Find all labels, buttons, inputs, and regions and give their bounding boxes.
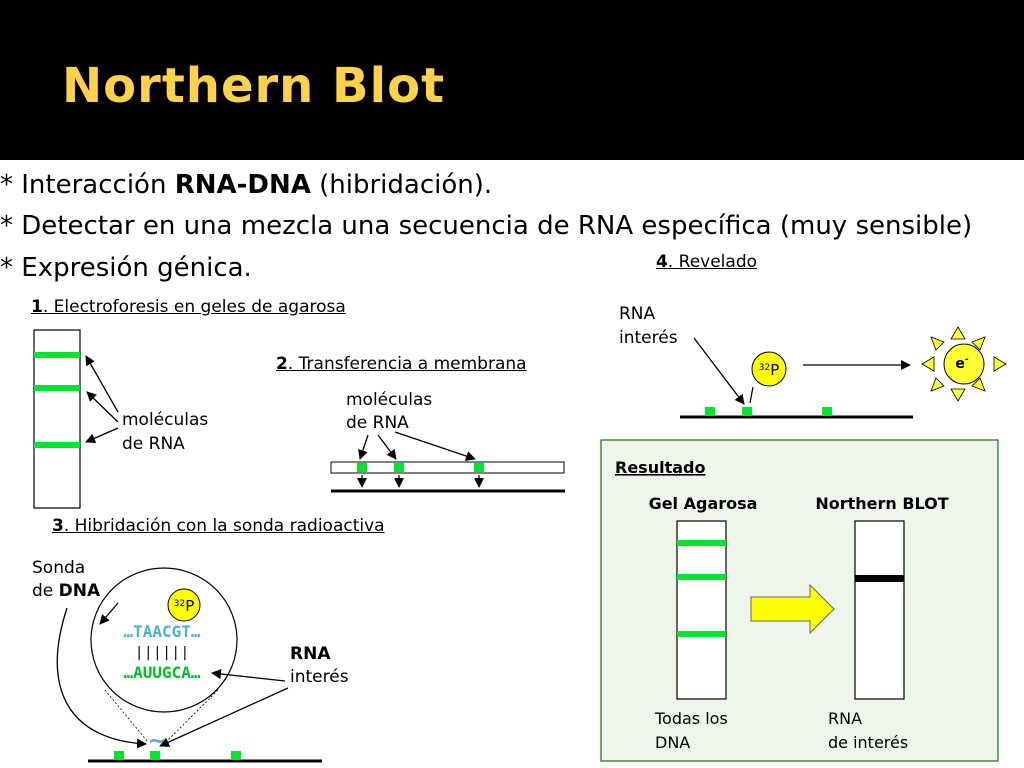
zoom-guide-line [165,689,219,743]
step-3-zoom-circle [90,567,238,713]
bullet-2: * Detectar en una mezcla una secuencia d… [0,211,973,241]
sun-icon [921,326,1007,402]
result-arrow-icon [750,583,835,635]
dna-probe-sequence: …TAACGT… [123,622,200,641]
step-1-text: . Electroforesis en geles de agarosa [42,297,346,317]
step-3-label: 3. Hibridación con la sonda radioactiva [52,514,385,538]
step-2-band [357,463,367,472]
step-3-band [150,751,160,760]
step-2-band [394,463,404,472]
step-3-isotope-label: 32P [174,597,195,615]
rna-target-sequence: …AUUGCA… [123,663,200,682]
probe-label-line2: de DNA [32,579,100,603]
step-4-pointer-arrow [693,337,745,405]
result-gel-band [677,631,726,637]
probe-label-line1: Sonda [32,558,86,578]
probe-pointer-arrow [56,607,147,749]
step-3-text: . Hibridación con la sonda radioactiva [63,516,385,536]
step-4-isotope-marker [751,351,787,387]
step-4-rna-line2: interés [619,328,678,348]
step-4-isotope-label: 32P [759,361,780,379]
electron-label: e- [955,355,969,372]
step-4-band [742,407,752,416]
step-2-gel-strip [330,461,565,474]
step-1-gel-lane [33,329,81,509]
blot-column-label: Northern BLOT [815,494,948,513]
electron-symbol: e [955,356,965,372]
step-2-molecules-line1: moléculas [346,390,433,410]
step-4-label: 4. Revelado [656,250,757,274]
bullet-1-bold: RNA-DNA [174,170,311,200]
bullet-1-text: * Interacción [0,170,175,200]
step-3-isotope-marker [167,588,201,622]
step-2-band [474,463,484,472]
blot-caption-line1: RNA [828,709,862,728]
result-gel-band [677,574,726,580]
result-heading: Resultado [615,458,705,477]
step-4-marker-stem [749,386,754,404]
step-3-isotope-symbol: P [185,597,194,615]
step-4-band [705,407,715,416]
gel-caption-line1: Todas los [654,709,728,728]
electron-charge: - [965,355,969,365]
bullet-1-suffix: (hibridación). [310,170,493,200]
step-4-number: 4 [656,252,668,272]
step-1-number: 1 [31,297,43,317]
step-3-rna-label-line2: interés [290,667,349,687]
step-2-label: 2. Transferencia a membrana [276,352,527,376]
blot-caption-line2: de interés [828,733,908,752]
step-1-molecules-line1: moléculas [122,410,209,430]
result-blot-lane [854,520,905,700]
step-3-isotope-mass: 32 [174,599,185,609]
step-1-pointer-arrow [86,391,119,423]
gel-caption-line2: DNA [655,733,690,752]
title-bar [0,0,1024,160]
step-2-text: . Transferencia a membrana [287,354,527,374]
step-1-band [34,385,80,391]
step-3-rna-label-line1: RNA [290,644,331,664]
bullet-3: * Expresión génica. [0,253,252,283]
step-4-text: . Revelado [667,252,758,272]
gel-column-label: Gel Agarosa [649,494,758,513]
step-1-band [34,352,80,358]
result-gel-lane [676,520,727,700]
step-2-pointer-arrow [358,434,369,460]
step-1-band [34,442,80,448]
rna-pointer-arrow [159,687,289,747]
probe-label-bold: DNA [58,581,101,601]
probe-label-prefix: de [32,581,59,601]
step-2-molecules-line2: de RNA [346,413,409,433]
step-4-rna-line1: RNA [619,304,656,324]
step-2-number: 2 [276,354,288,374]
step-1-label: 1. Electroforesis en geles de agarosa [31,295,346,319]
result-blot-band [855,575,904,582]
step-1-pointer-arrow [85,355,119,413]
probe-squiggle: ~ [148,729,166,754]
step-4-isotope-symbol: P [770,361,779,379]
step-3-number: 3 [52,516,64,536]
result-gel-band [677,540,726,546]
slide-title: Northern Blot [62,58,446,114]
step-3-band [114,751,124,760]
step-2-pointer-arrow [394,431,476,461]
bullet-1: * Interacción RNA-DNA (hibridación). [0,170,492,200]
rna-pointer-arrow [211,669,286,682]
zoom-guide-line [104,689,149,743]
step-3-band [231,751,241,760]
step-4-isotope-mass: 32 [759,363,770,373]
step-2-pointer-arrow [377,434,397,460]
probe-pointer-arrow [99,602,119,625]
step-4-band [822,407,832,416]
base-pairing-lines: | | | | | | [137,645,188,661]
step-1-pointer-arrow [85,427,119,443]
step-1-molecules-line2: de RNA [122,434,185,454]
